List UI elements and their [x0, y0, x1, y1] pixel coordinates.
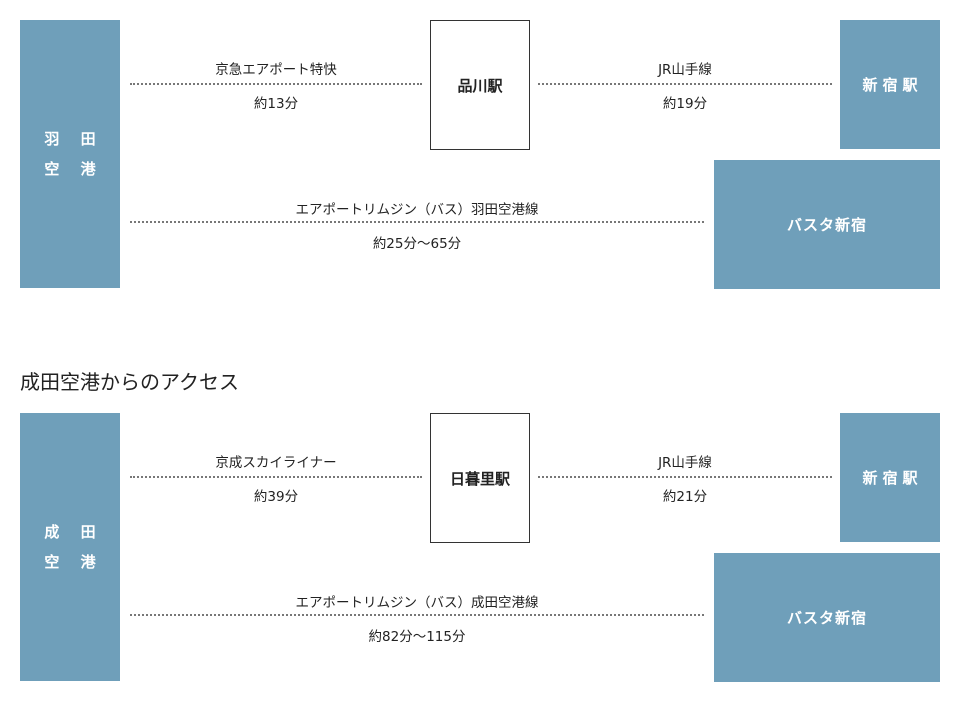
destination-busta-shinjuku: バスタ新宿: [714, 553, 940, 682]
destination-label: 新宿駅: [862, 469, 923, 487]
route-name-limousine-bus: エアポートリムジン（バス）羽田空港線: [295, 202, 539, 218]
origin-label-line1: 成 田: [44, 523, 104, 541]
route-line-yamanote: [538, 83, 832, 85]
transfer-station-shinagawa: 品川駅: [430, 20, 530, 150]
route-time-limousine-bus: 約25分〜65分: [372, 236, 462, 252]
origin-narita-airport: 成 田 空 港: [20, 413, 120, 681]
origin-haneda-airport: 羽 田 空 港: [20, 20, 120, 288]
origin-label-line1: 羽 田: [44, 130, 104, 148]
route-line-limousine-bus: [130, 614, 704, 616]
route-line-keikyu: [130, 83, 422, 85]
route-time-yamanote: 約21分: [662, 489, 708, 505]
destination-busta-shinjuku: バスタ新宿: [714, 160, 940, 289]
section-heading-narita: 成田空港からのアクセス: [20, 370, 239, 394]
bus-destination-label: バスタ新宿: [786, 216, 867, 234]
transfer-station-nippori: 日暮里駅: [430, 413, 530, 543]
route-time-keikyu: 約13分: [253, 96, 299, 112]
destination-label: 新宿駅: [862, 76, 923, 94]
route-time-yamanote: 約19分: [662, 96, 708, 112]
route-name-yamanote: JR山手線: [658, 455, 712, 471]
route-name-skyliner: 京成スカイライナー: [215, 455, 337, 471]
route-line-limousine-bus: [130, 221, 704, 223]
origin-label-line2: 空 港: [44, 553, 104, 571]
transfer-station-label: 品川駅: [457, 76, 503, 95]
bus-destination-label: バスタ新宿: [786, 609, 867, 627]
route-name-keikyu: 京急エアポート特快: [215, 62, 337, 78]
route-name-yamanote: JR山手線: [658, 62, 712, 78]
origin-label-line2: 空 港: [44, 160, 104, 178]
haneda-route-diagram: 羽 田 空 港 京急エアポート特快 約13分 品川駅 JR山手線 約19分 新宿…: [0, 20, 960, 290]
destination-shinjuku-station: 新宿駅: [840, 413, 940, 542]
route-line-yamanote: [538, 476, 832, 478]
route-line-skyliner: [130, 476, 422, 478]
destination-shinjuku-station: 新宿駅: [840, 20, 940, 149]
route-time-limousine-bus: 約82分〜115分: [368, 629, 466, 645]
route-name-limousine-bus: エアポートリムジン（バス）成田空港線: [295, 595, 539, 611]
route-time-skyliner: 約39分: [253, 489, 299, 505]
transfer-station-label: 日暮里駅: [449, 469, 510, 488]
narita-route-diagram: 成 田 空 港 京成スカイライナー 約39分 日暮里駅 JR山手線 約21分 新…: [0, 413, 960, 683]
